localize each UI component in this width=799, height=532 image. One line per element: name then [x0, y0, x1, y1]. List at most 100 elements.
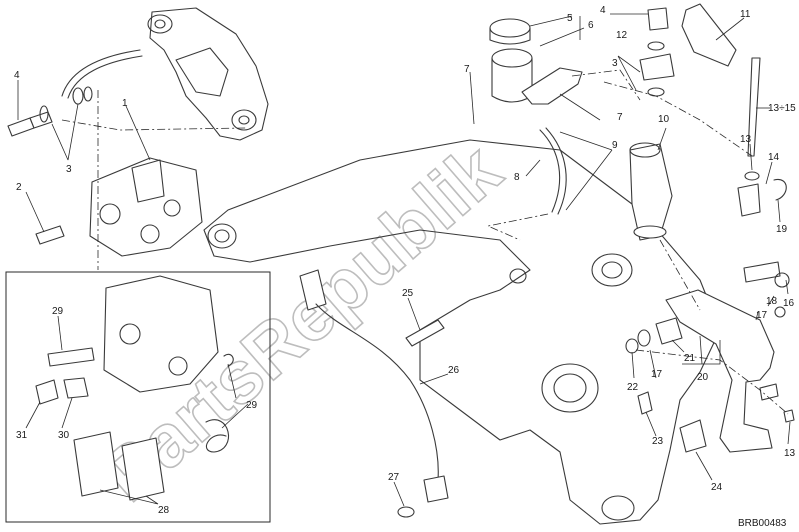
- leader-line: [25, 191, 45, 233]
- leader-line: [631, 351, 635, 379]
- callout-24: 24: [711, 482, 723, 493]
- callout-3: 3: [612, 58, 618, 69]
- leader-line: [407, 297, 421, 331]
- spring-pin: [637, 391, 653, 415]
- pad-spring-clip: [205, 419, 230, 453]
- leader-line: [57, 315, 63, 351]
- callout-4: 4: [14, 70, 20, 81]
- callout-7: 7: [464, 64, 470, 75]
- callout-8: 8: [514, 172, 520, 183]
- brake-pad: [73, 431, 119, 497]
- assembly-line: [659, 239, 701, 311]
- leader-line: [645, 411, 657, 437]
- bleed-valve: [35, 379, 59, 405]
- callout-21: 21: [684, 353, 696, 364]
- clevis: [737, 183, 761, 217]
- callout-31: 31: [16, 430, 28, 441]
- leader-line: [617, 55, 641, 91]
- sensor-connector: [423, 475, 449, 503]
- reservoir-bracket: [521, 67, 583, 105]
- brake-hose: [61, 49, 143, 99]
- callout-25: 25: [402, 288, 414, 299]
- washer: [637, 329, 651, 347]
- diagram-code: BRB00483: [738, 518, 787, 529]
- leader-line: [61, 397, 73, 429]
- swingarm-frame: [203, 139, 721, 525]
- sealing-washer: [39, 105, 49, 123]
- sealing-washer: [83, 86, 93, 102]
- callout-14: 14: [768, 152, 780, 163]
- heel-guard-bracket: [681, 3, 737, 67]
- washer: [647, 41, 665, 51]
- push-rod: [747, 57, 761, 157]
- callout-18: 18: [766, 296, 778, 307]
- callout-26: 26: [448, 365, 460, 376]
- leader-line: [767, 295, 775, 307]
- callout-19: 19: [776, 224, 788, 235]
- sensor-cable: [315, 303, 439, 481]
- master-cylinder: [629, 142, 673, 241]
- pad-kit-inset: [5, 271, 271, 523]
- return-spring: [679, 419, 707, 453]
- leader-line: [787, 421, 791, 445]
- leader-line: [419, 373, 449, 385]
- reservoir-hose: [539, 129, 561, 213]
- callout-9: 9: [612, 140, 618, 151]
- assembly-line: [571, 69, 641, 101]
- sensor-bolt: [405, 319, 445, 347]
- leader-line: [221, 363, 249, 429]
- master-cylinder-bolt: [647, 7, 669, 31]
- callout-12: 12: [616, 30, 628, 41]
- banjo-bolt: [7, 111, 53, 137]
- brake-pad: [121, 437, 165, 501]
- callout-5: 5: [567, 13, 573, 24]
- leader-line: [649, 349, 657, 379]
- leader-line: [51, 103, 79, 161]
- leader-line: [785, 279, 789, 295]
- callout-3: 3: [66, 164, 72, 175]
- union-fitting: [639, 53, 675, 81]
- callout-30: 30: [58, 430, 70, 441]
- callout-22: 22: [627, 382, 639, 393]
- caliper-bracket: [147, 7, 269, 141]
- reservoir-hose: [545, 127, 567, 215]
- leader-line: [125, 105, 151, 161]
- assembly-line: [61, 119, 247, 131]
- inset-caliper: [103, 275, 219, 393]
- abs-sensor: [299, 269, 327, 311]
- callout-17: 17: [651, 369, 663, 380]
- pivot-bush: [774, 306, 786, 318]
- caliper-bolt: [35, 225, 65, 245]
- callout-7: 7: [617, 112, 623, 123]
- leader-line: [777, 199, 781, 223]
- brake-caliper: [89, 157, 203, 257]
- sensor-washer: [397, 506, 415, 518]
- brake-pedal: [665, 289, 775, 453]
- lock-nut: [744, 171, 760, 181]
- callout-27: 27: [388, 472, 400, 483]
- bleed-screw: [63, 377, 89, 399]
- callout-28: 28: [158, 505, 170, 516]
- callout-2: 2: [16, 182, 22, 193]
- callout-20: 20: [697, 372, 709, 383]
- leader-line: [682, 335, 721, 365]
- leader-line: [99, 489, 159, 505]
- assembly-line: [486, 213, 549, 241]
- callout-13: 13: [784, 448, 796, 459]
- pivot-bushing: [655, 317, 683, 345]
- pivot-bush: [774, 272, 790, 288]
- leader-line: [25, 401, 41, 429]
- leader-line: [525, 159, 541, 177]
- leader-line: [529, 15, 585, 47]
- leader-line: [749, 143, 753, 171]
- assembly-line: [603, 81, 753, 157]
- callout-23: 23: [652, 436, 664, 447]
- pad-pin: [47, 347, 95, 367]
- pedal-stop: [759, 383, 779, 401]
- callout-29: 29: [246, 400, 258, 411]
- callout-29: 29: [52, 306, 64, 317]
- clip: [773, 178, 787, 201]
- leader-line: [657, 127, 667, 151]
- leader-line: [715, 17, 745, 41]
